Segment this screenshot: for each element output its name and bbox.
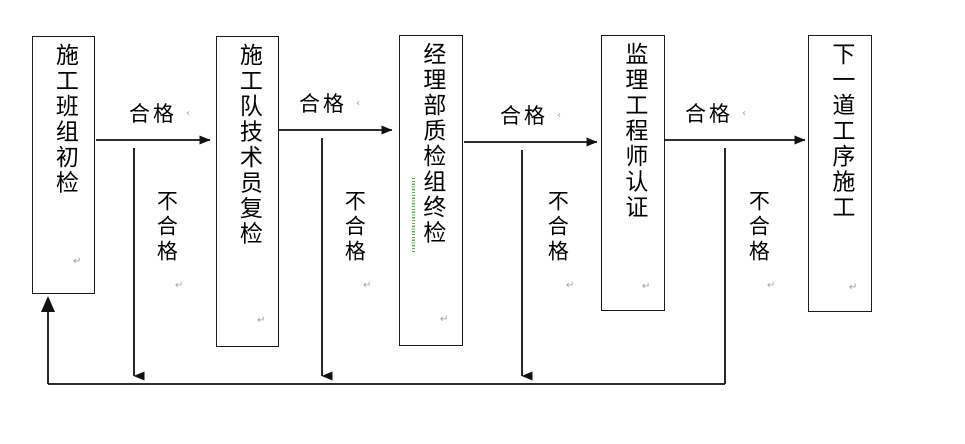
- paragraph-mark: ↵: [257, 315, 266, 326]
- pass-label-text: 合格: [299, 92, 347, 116]
- fail-label-text: 不合格: [342, 190, 367, 265]
- node-team-technician-recheck[interactable]: 施工队技术员复检 ↵: [216, 36, 279, 347]
- pass-label-text: 合格: [129, 102, 177, 126]
- pass-label-1-mark: ‹: [186, 108, 190, 119]
- node-next-process-construction[interactable]: 下一道工序施工 ↵: [808, 35, 872, 312]
- pass-label-3-mark: ‹: [557, 110, 561, 121]
- pass-label-2: 合格: [299, 88, 347, 118]
- fail-label-4-mark: ↵: [767, 280, 776, 291]
- node-supervising-engineer-certification[interactable]: 监理工程师认证 ↵: [601, 35, 665, 311]
- fail-label-1-mark: ↵: [175, 280, 184, 291]
- pass-label-text: 合格: [500, 104, 548, 128]
- pass-label-1: 合格: [129, 98, 177, 128]
- node-construction-team-first-inspection[interactable]: 施工班组初检 ↵: [32, 36, 95, 294]
- node-label: 施工队技术员复检: [235, 43, 262, 247]
- pass-label-2-mark: ‹: [356, 98, 360, 109]
- node-label: 下一道工序施工: [827, 42, 854, 221]
- paragraph-mark: ↵: [642, 281, 651, 292]
- pass-label-4: 合格: [685, 98, 733, 128]
- pass-label-3: 合格: [500, 100, 548, 130]
- paragraph-mark: ↵: [849, 282, 858, 293]
- fail-label-3: 不合格: [543, 190, 571, 265]
- fail-label-text: 不合格: [154, 190, 179, 265]
- paragraph-mark: ↵: [440, 314, 449, 325]
- fail-label-3-mark: ↵: [566, 280, 575, 291]
- spellcheck-underline: [412, 178, 415, 252]
- fail-label-text: 不合格: [545, 190, 570, 265]
- fail-label-2: 不合格: [340, 190, 368, 265]
- fail-label-1: 不合格: [152, 190, 180, 265]
- fail-label-text: 不合格: [746, 190, 771, 265]
- node-label: 施工班组初检: [51, 43, 78, 196]
- pass-label-text: 合格: [685, 102, 733, 126]
- pass-label-4-mark: ‹: [742, 108, 746, 119]
- node-label: 监理工程师认证: [620, 42, 647, 221]
- node-label: 经理部质检组终检: [418, 42, 445, 246]
- paragraph-mark: ↵: [73, 256, 82, 267]
- node-manager-qc-final-inspection[interactable]: 经理部质检组终检 ↵: [399, 35, 463, 346]
- fail-label-2-mark: ↵: [363, 280, 372, 291]
- fail-label-4: 不合格: [744, 190, 772, 265]
